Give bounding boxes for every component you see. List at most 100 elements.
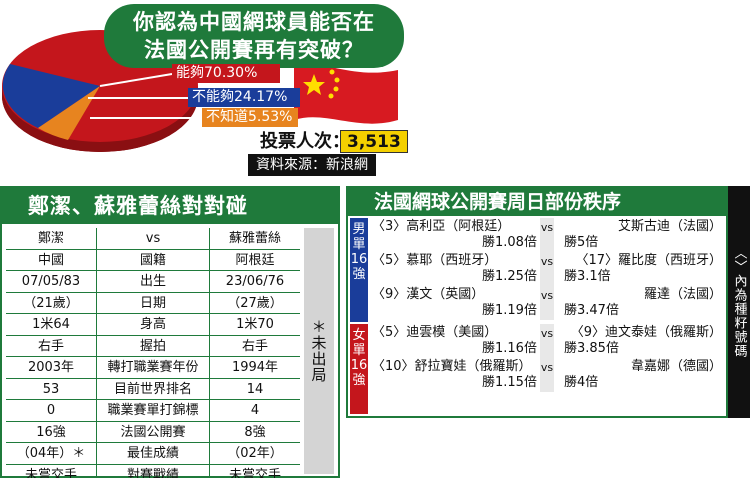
vs-label: vs [540,252,554,286]
comparison-cell-mid: 目前世界排名 [96,378,210,399]
poll-question-line2: 法國公開賽再有突破？ [144,38,364,62]
comparison-cell-mid: 轉打職業賽年份 [96,357,210,378]
left-player: 〈10〉舒拉寶娃（俄羅斯） [372,359,532,374]
vs-label: vs [540,286,554,320]
comparison-cell-mid: 握拍 [96,335,210,356]
poll-question-line1: 你認為中國網球員能否在 [133,10,375,34]
vs-label: vs [540,324,554,358]
comparison-row: 鄭潔 vs 蘇雅蕾絲 [6,228,300,250]
pie-slice-unknown [38,86,100,140]
comparison-row: 16強 法國公開賽 8強 [6,421,300,443]
category-women-label: 女單16強 [350,328,368,388]
left-odds: 勝1.25倍 [482,269,537,284]
match-left: 〈10〉舒拉寶娃（俄羅斯）勝1.15倍 [370,358,540,392]
vs-label: vs [540,358,554,392]
left-odds: 勝1.16倍 [482,341,537,356]
comparison-cell-mid: 職業賽單打錦標 [96,400,210,421]
seed-note: 〈〉內為種籽號碼 [728,186,750,418]
seed-note-text: 〈〉內為種籽號碼 [731,246,747,358]
comparison-row: 53 目前世界排名 14 [6,378,300,400]
votes-value: 3,513 [340,130,408,153]
comparison-cell-left: 16強 [36,424,66,440]
comparison-row: 1米64 身高 1米70 [6,314,300,336]
left-player: 〈9〉漢文（英國） [372,287,485,302]
comparison-cell-right: 阿根廷 [235,252,275,268]
right-odds: 勝3.47倍 [564,303,619,318]
comparison-cell-left: 右手 [37,338,64,354]
comparison-cell-mid: vs [96,228,210,249]
match-right: 艾斯古迪（法國） 勝5倍 [554,218,724,252]
comparison-cell-right: 1994年 [231,360,279,375]
left-odds: 勝1.08倍 [482,235,537,250]
poll-question: 你認為中國網球員能否在 法國公開賽再有突破？ [104,4,404,68]
option-no-label: 不能夠24.17% [188,88,300,107]
match-left: 〈5〉慕耶（西班牙）勝1.25倍 [370,252,540,286]
comparison-cell-mid: 對賽戰績 [96,464,210,478]
vs-label: vs [540,218,554,252]
left-odds: 勝1.19倍 [482,303,537,318]
comparison-cell-mid: 國籍 [96,249,210,270]
comparison-cell-right: （02年） [227,446,283,461]
comparison-cell-mid: 身高 [96,314,210,335]
match-right: 〈17〉羅比度（西班牙）勝3.1倍 [554,252,724,286]
comparison-cell-left: 未嘗交手 [24,467,77,478]
category-women: 女單16強 [350,324,368,414]
option-yes-label: 能夠70.30% [172,64,280,83]
pie-slice-no [2,64,101,128]
right-player: 羅達（法國） [643,287,722,302]
left-player: 〈5〉迪雲模（美國） [372,325,498,340]
comparison-row: 中國國籍阿根廷 [6,249,300,271]
comparison-cell-left: 0 [46,403,56,418]
comparison-row: 右手 握拍 右手 [6,335,300,357]
match-left: 〈5〉迪雲模（美國）勝1.16倍 [370,324,540,358]
comparison-cell-left: （21歲） [23,295,79,311]
comparison-row: 0 職業賽單打錦標 4 [6,400,300,422]
not-eliminated-note: ＊未出局 [304,228,334,474]
comparison-cell-mid: 出生 [96,271,210,292]
schedule-title: 法國網球公開賽周日部份秩序 [348,188,726,216]
comparison-cell-right: 1米70 [236,317,274,332]
comparison-cell-right: 8強 [244,424,266,440]
comparison-cell-mid: 最佳成績 [96,443,210,464]
right-player: 韋嘉娜（德國） [630,359,722,374]
comparison-cell-mid: 法國公開賽 [96,421,210,442]
category-men-label: 男單16強 [350,222,368,282]
match-right: 羅達（法國） 勝3.47倍 [554,286,724,320]
option-unknown-label: 不知道5.53% [202,108,298,127]
left-player: 〈5〉慕耶（西班牙） [372,253,498,268]
comparison-cell-left: 鄭潔 [37,231,64,246]
comparison-cell-right: 4 [250,403,260,418]
right-odds: 勝4倍 [564,375,599,390]
comparison-cell-left: （04年）＊ [16,446,86,461]
comparison-row: （04年）＊ 最佳成績 （02年） [6,443,300,465]
right-player: 〈17〉羅比度（西班牙） [575,253,722,268]
comparison-cell-right: 14 [246,381,264,397]
comparison-row: （21歲）日期（27歲） [6,292,300,314]
comparison-cell-left: 53 [42,381,60,397]
right-player: 〈9〉迪文泰娃（俄羅斯） [570,325,722,340]
comparison-cell-mid: 日期 [96,292,210,313]
right-odds: 勝5倍 [564,235,599,250]
right-odds: 勝3.85倍 [564,341,619,356]
china-flag-icon [294,64,398,124]
left-player: 〈3〉高利亞（阿根廷） [372,219,511,234]
right-odds: 勝3.1倍 [564,269,611,284]
right-player: 艾斯古迪（法國） [617,219,722,234]
source-note: 資料來源：新浪網 [248,154,376,176]
comparison-row: 未嘗交手對賽戰績未嘗交手 [6,464,300,478]
match-right: 〈9〉迪文泰娃（俄羅斯）勝3.85倍 [554,324,724,358]
category-men: 男單16強 [350,218,368,322]
leader-line-yes [99,73,173,87]
comparison-cell-left: 1米64 [32,317,70,332]
comparison-cell-right: 蘇雅蕾絲 [228,231,281,246]
comparison-cell-right: 右手 [241,338,268,354]
schedule-panel: 法國網球公開賽周日部份秩序 男單16強 女單16強 〈3〉高利亞（阿根廷）勝1.… [346,186,728,418]
